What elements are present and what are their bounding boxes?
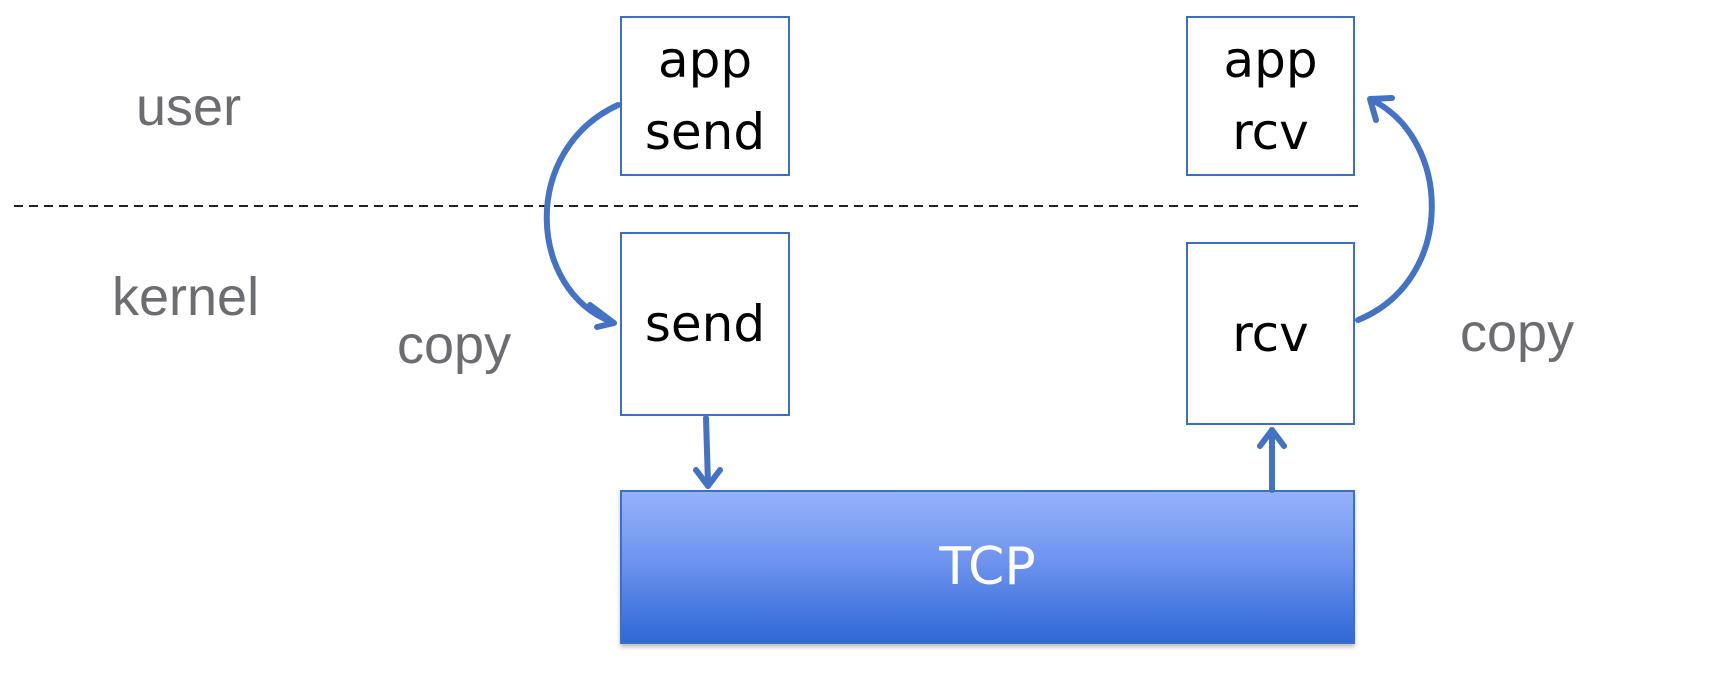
send-to-tcp-arrow — [703, 415, 711, 487]
app-send-box-line-2: send — [644, 103, 766, 161]
app-rcv-box: app rcv — [1186, 16, 1355, 176]
right-copy-arrow — [1355, 97, 1435, 323]
user-layer-label: user — [136, 77, 242, 137]
app-send-box: app send — [620, 16, 790, 176]
right-copy-arrowhead-icon — [1367, 95, 1395, 123]
send-to-tcp-arrowhead-icon — [693, 467, 723, 489]
app-rcv-box-line-2: rcv — [1232, 103, 1309, 161]
kernel-send-box: send — [620, 232, 790, 416]
left-copy-label: copy — [397, 315, 512, 375]
app-send-box-line-1: app — [657, 31, 753, 89]
kernel-rcv-box: rcv — [1186, 242, 1355, 425]
app-rcv-box-line-1: app — [1223, 31, 1318, 89]
tcp-to-rcv-arrowhead-icon — [1257, 427, 1287, 449]
tcp-block: TCP — [620, 490, 1355, 644]
tcp-label: TCP — [939, 537, 1036, 597]
left-copy-arrowhead-icon — [587, 302, 617, 330]
right-copy-label: copy — [1460, 303, 1575, 363]
kernel-send-box-label: send — [644, 295, 766, 353]
left-copy-arrow — [543, 102, 621, 325]
kernel-layer-label: kernel — [112, 267, 260, 327]
kernel-rcv-box-label: rcv — [1232, 304, 1309, 363]
